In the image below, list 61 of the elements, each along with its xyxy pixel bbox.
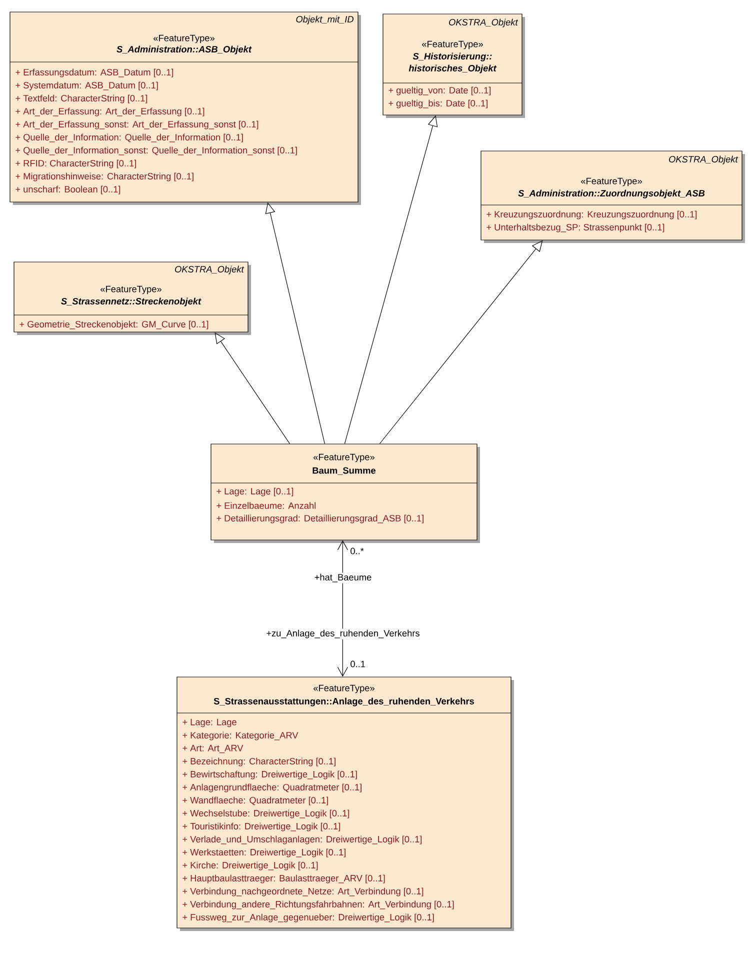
attribute-text: + Detaillierungsgrad: Detaillierungsgrad_ASB [0..1] xyxy=(216,514,424,524)
arrow xyxy=(337,540,348,677)
stereotype-label: «FeatureType» xyxy=(581,178,642,186)
class-name: S_Historisierung::historisches_Objekt xyxy=(408,52,497,74)
class-box xyxy=(10,12,361,205)
attribute-text: + Werkstaetten: Dreiwertige_Logik [0..1] xyxy=(182,848,346,858)
attribute-text: + RFID: CharacterString [0..1] xyxy=(16,160,136,168)
edge-label: +hat_Baeume xyxy=(313,572,373,584)
attribute-text: + Geometrie_Streckenobjekt: GM_Curve [0..1] xyxy=(20,320,208,330)
stereotype-label: «FeatureType» xyxy=(422,40,483,50)
attribute-text: + Kirche: Dreiwertige_Logik [0..1] xyxy=(182,862,318,870)
parent-label: OKSTRA_Objekt xyxy=(175,266,244,274)
attribute-text: + Wandflaeche: Quadratmeter [0..1] xyxy=(182,796,328,806)
attribute-text: + Lage: Lage xyxy=(182,718,236,728)
multiplicity-label: 0..1 xyxy=(350,660,366,668)
attribute-text: + Unterhaltsbezug_SP: Strassenpunkt [0..1] xyxy=(486,224,664,232)
attribute-text: + Anlagengrundflaeche: Quadratmeter [0..1] xyxy=(182,784,362,792)
class-name: S_Strassenausstattungen::Anlage_des_ruhenden_Verkehrs xyxy=(214,698,474,706)
attribute-text: + Einzelbaeume: Anzahl xyxy=(216,502,316,509)
attribute-text: + Art_der_Erfassung_sonst: Art_der_Erfassung_sonst [0..1] xyxy=(16,120,258,130)
stereotype-label: «FeatureType» xyxy=(100,286,162,294)
role-label: +zu_Anlage_des_ruhenden_Verkehrs xyxy=(265,628,421,640)
class-box xyxy=(210,444,480,543)
class-box xyxy=(176,676,514,931)
attribute-text: + Systemdatum: ASB_Datum [0..1] xyxy=(16,82,158,90)
attribute-text: + Art: Art_ARV xyxy=(182,744,244,754)
class-box xyxy=(382,14,525,118)
class-box xyxy=(14,262,251,335)
multiplicity-label: 0..* xyxy=(350,548,364,554)
attribute-text: + Quelle_der_Information: Quelle_der_Information [0..1] xyxy=(16,134,243,142)
attribute-text: + Verbindung_andere_Richtungsfahrbahnen: Art_Verbindung [0..1] xyxy=(182,900,454,910)
attribute-text: + Textfeld: CharacterString [0..1] xyxy=(16,94,148,104)
class-name: S_Strassennetz::Streckenobjekt xyxy=(61,298,202,306)
attribute-text: + Art_der_Erfassung: Art_der_Erfassung [0..1] xyxy=(16,108,204,116)
class-box xyxy=(480,150,745,243)
parent-label: Objekt_mit_ID xyxy=(296,16,354,24)
attribute-text: + Erfassungsdatum: ASB_Datum [0..1] xyxy=(16,68,174,78)
attribute-text: + Wechselstube: Dreiwertige_Logik [0..1] xyxy=(182,810,350,818)
stereotype-label: «FeatureType» xyxy=(314,684,374,694)
class-name: S_Administration::Zuordnungsobjekt_ASB xyxy=(518,190,705,198)
attribute-text: + gueltig_bis: Date [0..1] xyxy=(388,100,488,108)
attribute-text: + Quelle_der_Information_sonst: Quelle_der_Information_sonst [0..1] xyxy=(16,146,297,156)
attribute-text: + Touristikinfo: Dreiwertige_Logik [0..1] xyxy=(182,822,340,832)
class-name: S_Administration::ASB_Objekt xyxy=(116,46,252,54)
attribute-text: + Kategorie: Kategorie_ARV xyxy=(182,732,298,740)
attribute-text: + Kreuzungszuordnung: Kreuzungszuordnung [0..1] xyxy=(486,210,697,220)
attribute-text: + unscharf: Boolean [0..1] xyxy=(16,186,120,194)
attribute-text: + Bewirtschaftung: Dreiwertige_Logik [0..1] xyxy=(182,770,357,780)
attribute-text: + Fussweg_zur_Anlage_gegenueber: Dreiwertige_Logik [0..1] xyxy=(182,914,434,922)
stereotype-label: «FeatureType» xyxy=(314,454,374,462)
stereotype-label: «FeatureType» xyxy=(154,34,214,44)
attribute-text: + gueltig_von: Date [0..1] xyxy=(388,86,491,96)
parent-label: OKSTRA_Objekt xyxy=(449,18,518,28)
attribute-text: + Hauptbaulasttraeger: Baulasttraeger_ARV [0..1] xyxy=(182,874,385,884)
class-name: Baum_Summe xyxy=(312,467,376,475)
attribute-text: + Migrationshinweise: CharacterString [0..1] xyxy=(16,172,194,182)
attribute-text: + Verbindung_nachgeordnete_Netze: Art_Verbindung [0..1] xyxy=(182,888,424,896)
attribute-text: + Lage: Lage [0..1] xyxy=(216,488,294,496)
parent-label: OKSTRA_Objekt xyxy=(669,156,738,164)
attribute-text: + Verlade_und_Umschlaganlagen: Dreiwertige_Logik [0..1] xyxy=(182,836,422,844)
attribute-text: + Bezeichnung: CharacterString [0..1] xyxy=(182,758,336,766)
